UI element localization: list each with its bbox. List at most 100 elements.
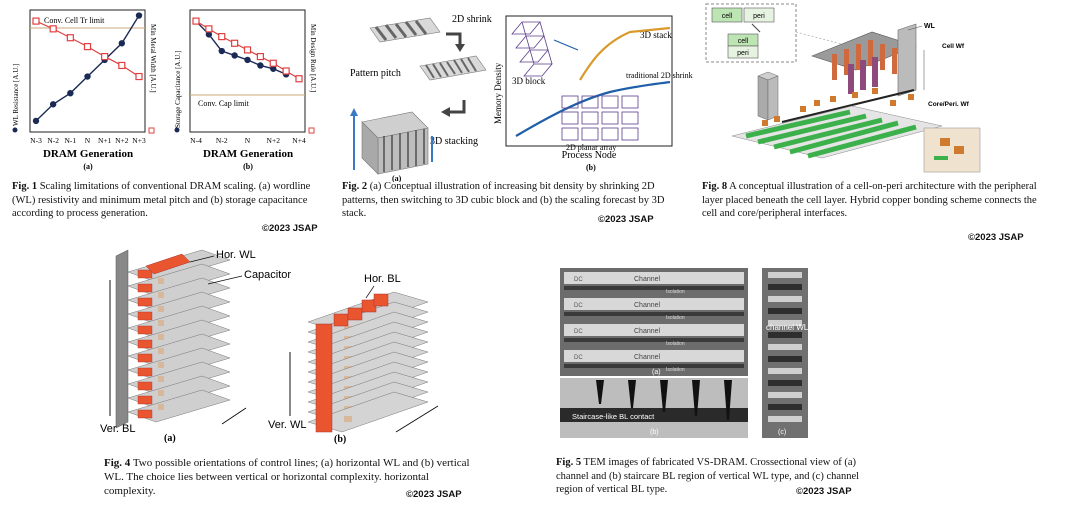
- fig5a-dc-label: DC: [574, 355, 583, 361]
- fig4-capacitor-label: Capacitor: [244, 269, 291, 281]
- fig5c-layer-band: [768, 272, 802, 278]
- fig4b-structure: [307, 291, 429, 433]
- fig4a-layer: [127, 305, 231, 339]
- fig2-2d-pattern-small: [419, 55, 487, 81]
- fig5a-channel-band: [564, 350, 744, 362]
- fig1b-point: [243, 46, 252, 54]
- fig1a-left-axis-label: WL Resistance [A.U.]: [12, 64, 20, 126]
- fig8-peri-wafer: [731, 105, 943, 159]
- fig8-inset-arrow: [751, 23, 761, 33]
- fig5-caption-text: TEM images of fabricated VS-DRAM. Crosse…: [556, 457, 860, 495]
- fig4a-layer: [127, 263, 231, 297]
- fig1a-point: [32, 117, 40, 125]
- fig8-caption-label: Fig. 8: [702, 181, 728, 192]
- fig1a-point: [32, 17, 40, 25]
- fig1a-x-tick: N+3: [132, 136, 146, 145]
- fig1a-plot-frame: [29, 9, 146, 133]
- fig8-inset-frame: [705, 3, 797, 63]
- fig1b-point: [231, 52, 238, 59]
- fig4a-capacitor-cell: [137, 409, 153, 419]
- fig5-channel-wl-label: channel WL: [766, 323, 809, 332]
- fig4a-layer: [127, 319, 231, 353]
- fig5a-isolation-label: Isolation: [666, 367, 685, 373]
- fig2-3d-stack-curve: [579, 26, 671, 81]
- fig5-copyright: ©2023 JSAP: [796, 486, 852, 497]
- fig2-2d-pattern-large: [369, 17, 441, 43]
- fig2-caption-label: Fig. 2: [342, 181, 368, 192]
- fig1b-x-tick: N-2: [216, 136, 228, 145]
- fig1b-x-title: DRAM Generation: [203, 148, 293, 160]
- fig1b-limit-label: Conv. Cap limit: [198, 99, 250, 108]
- fig4a-contact: [158, 278, 164, 284]
- fig5a-isolation-band: [564, 364, 744, 368]
- fig5a-isolation-label: Isolation: [666, 315, 685, 321]
- fig5a-channel-band: [564, 272, 744, 284]
- fig1a-sub-label: (a): [83, 162, 93, 171]
- fig1b-point: [205, 31, 213, 38]
- fig1b-left-axis-label: Storage Capacitance [A.U.]: [174, 51, 182, 128]
- fig4-caption-text: Two possible orientations of control lin…: [104, 457, 470, 497]
- fig4b-depth-arrow: [395, 405, 439, 433]
- fig4a-capacitor-cell: [137, 283, 153, 293]
- fig1b-point: [270, 65, 277, 72]
- fig4b-contact: [344, 416, 352, 422]
- fig2-stacking-arrow: [448, 100, 466, 114]
- fig5c-layer-band: [768, 368, 802, 374]
- fig5b-dark-band: [560, 408, 748, 422]
- fig4a-layer: [127, 347, 231, 381]
- fig2-shrink-arrowhead: [455, 44, 465, 52]
- fig1b-point: [218, 47, 225, 55]
- fig2-axis-arrowhead-vertical: [350, 108, 358, 116]
- fig1b-point: [282, 67, 290, 75]
- fig2-shrink-arrow: [446, 32, 462, 46]
- fig5a-channel-label: Channel: [634, 354, 661, 361]
- fig2-copyright: ©2023 JSAP: [598, 214, 654, 225]
- fig4-hor-bl-label: Hor. BL: [364, 273, 401, 285]
- fig5a-channel-label: Channel: [634, 302, 661, 309]
- fig8-peri-box2-label: peri: [737, 50, 749, 57]
- fig1a-series: [32, 12, 143, 125]
- fig2-3d-block: [361, 111, 429, 175]
- fig1b-point: [257, 62, 264, 69]
- fig5c-layer-band: [768, 308, 802, 314]
- fig8-cell-box-label: cell: [722, 13, 733, 20]
- fig2-2d-shrink-curve: [515, 80, 671, 137]
- fig5a-channel-band: [564, 324, 744, 336]
- fig8-peri-box: [743, 7, 775, 23]
- fig1b-point: [218, 33, 226, 41]
- fig2-stacking-arrowhead: [441, 107, 450, 117]
- fig1a-point: [84, 73, 91, 80]
- fig8-wl-label: WL: [924, 23, 936, 30]
- fig4-caption-label: Fig. 4: [104, 457, 131, 469]
- fig1a-right-axis-marker: [148, 127, 155, 134]
- fig1a-point: [135, 72, 143, 81]
- fig5a-isolation-band: [564, 338, 744, 342]
- fig4a-layer: [127, 277, 231, 311]
- fig4-capacitor-pointer: [207, 275, 243, 285]
- fig2-caption: Fig. 2 (a) Conceptual illustration of in…: [342, 180, 677, 221]
- fig2-traditional-label: traditional 2D shrink: [626, 71, 693, 80]
- fig4a-structure: [115, 249, 231, 429]
- fig2-shrink-label: 2D shrink: [452, 14, 492, 25]
- fig5c-layer-band: [768, 416, 802, 422]
- fig5a-dc-label: DC: [574, 329, 583, 335]
- fig1-copyright: ©2023 JSAP: [262, 223, 318, 234]
- fig8-peri-box-label: peri: [753, 13, 765, 20]
- fig8-cell-box2-label: cell: [738, 38, 749, 45]
- fig8-copyright: ©2023 JSAP: [968, 232, 1024, 243]
- fig4a-capacitor-cell: [137, 269, 153, 279]
- fig5-sub-b: (b): [650, 429, 659, 436]
- fig4-sub-a: (a): [164, 433, 176, 444]
- fig4a-capacitor-cell: [137, 339, 153, 349]
- fig5-sub-c: (c): [778, 429, 786, 436]
- fig2-planar-label: 2D planar array: [566, 143, 616, 152]
- fig1a-point: [49, 101, 57, 108]
- fig1a-x-tick: N-3: [30, 136, 42, 145]
- fig1b-point: [192, 17, 200, 25]
- fig1a-point: [49, 25, 57, 33]
- fig5c-layer-band: [768, 332, 802, 338]
- fig1a-left-axis-marker: [12, 127, 18, 133]
- fig8-cell-wf-label: Cell Wf: [942, 43, 965, 50]
- fig4a-capacitor-cell: [137, 311, 153, 321]
- fig4-hor-bl-pointer: [365, 285, 375, 299]
